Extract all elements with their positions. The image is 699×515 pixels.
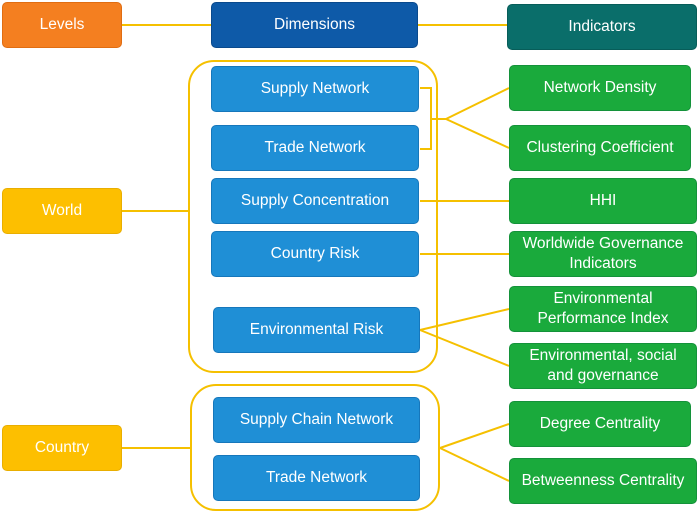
connector-clustering [445,118,510,149]
dimension-trade-network: Trade Network [211,125,419,171]
indicator-environmental-performance-index: Environmental Performance Index [509,286,697,332]
dimension-environmental-risk: Environmental Risk [213,307,420,353]
connector-network-density [445,87,510,120]
connector-betweenness [439,447,510,482]
world-dimension-group [188,60,438,373]
dimension-supply-network: Supply Network [211,66,419,112]
dimension-country-risk: Country Risk [211,231,419,277]
indicator-epi-line2: Performance Index [537,310,669,327]
levels-header: Levels [2,2,122,48]
indicator-worldwide-governance: Worldwide Governance Indicators [509,231,697,277]
dimension-supply-chain-network: Supply Chain Network [213,397,420,443]
indicator-esg: Environmental, social and governance [509,343,697,389]
indicator-betweenness-centrality: Betweenness Centrality [509,458,697,504]
level-world: World [2,188,122,234]
indicator-wgi-line1: Worldwide Governance [522,235,684,252]
indicator-network-density: Network Density [509,65,691,111]
indicator-clustering-coefficient: Clustering Coefficient [509,125,691,171]
indicator-degree-centrality: Degree Centrality [509,401,691,447]
dimension-supply-concentration: Supply Concentration [211,178,419,224]
connector-degree [439,423,510,449]
dimensions-header: Dimensions [211,2,418,48]
country-dimension-group [190,384,440,511]
level-country: Country [2,425,122,471]
indicators-header: Indicators [507,4,697,50]
indicator-esg-line2: and governance [547,367,659,384]
indicator-hhi: HHI [509,178,697,224]
indicator-wgi-line2: Indicators [569,255,637,272]
indicator-esg-line1: Environmental, social [529,347,677,364]
dimension-country-trade-network: Trade Network [213,455,420,501]
indicator-epi-line1: Environmental [553,290,653,307]
